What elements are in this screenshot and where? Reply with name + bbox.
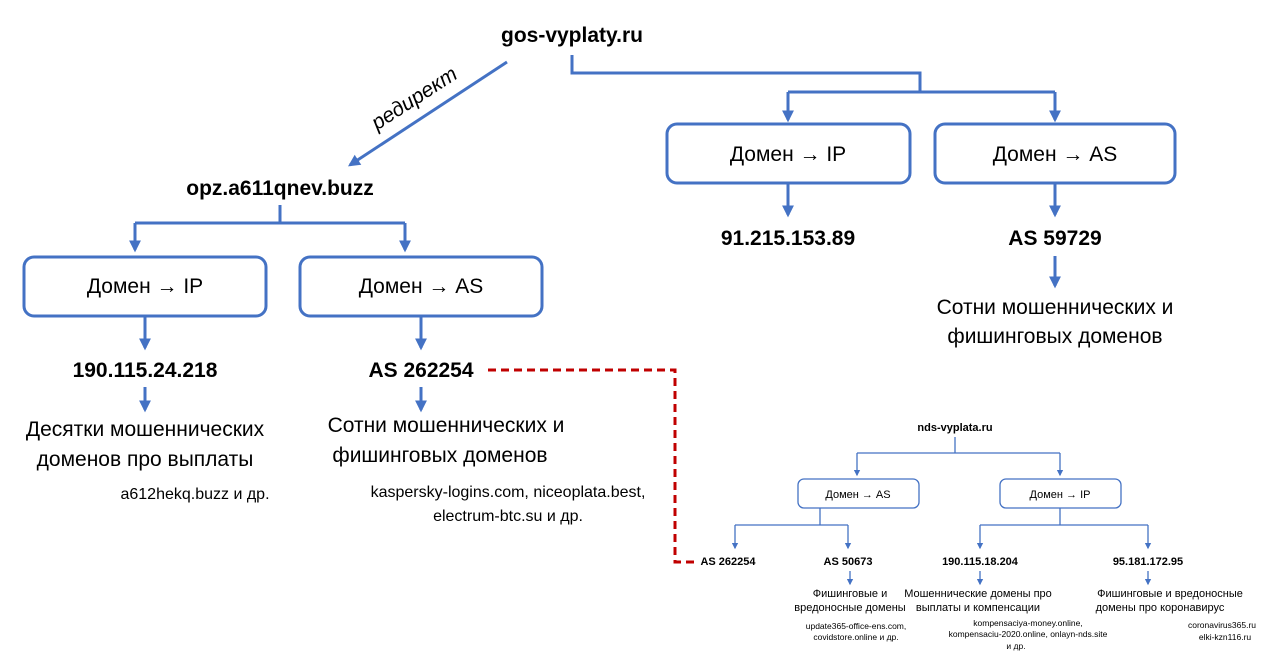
inset-ip2-description-line2: домены про коронавирус [1096,602,1225,614]
right-domain-to-ip-label: Домен → IP [730,143,846,166]
left-as-description-line1: Сотни мошеннических и [328,414,565,437]
left-ip-address: 190.115.24.218 [73,359,218,382]
inset-as2-examples-line2: covidstore.online и др. [813,632,898,642]
left-as-examples-line2: electrum-btc.su и др. [433,508,583,525]
right-as-number: AS 59729 [1008,227,1101,250]
right-as-description-line1: Сотни мошеннических и [937,296,1174,319]
left-ip-examples: a612hekq.buzz и др. [120,486,269,503]
inset-ip1-description-line2: выплаты и компенсации [916,602,1040,614]
left-ip-description-line1: Десятки мошеннических [26,418,265,441]
inset-as2-description-line1: Фишинговые и [813,588,888,600]
left-domain-to-ip-label: Домен → IP [87,275,203,298]
inset-as1-number: AS 262254 [700,556,756,568]
left-as-number: AS 262254 [368,359,473,382]
left-as-description-line2: фишинговых доменов [332,444,547,467]
left-ip-description-line2: доменов про выплаты [37,448,254,471]
inset-ip2-examples-line1: coronavirus365.ru [1188,620,1256,630]
inset-ip2-description-line1: Фишинговые и вредоносные [1097,588,1243,600]
left-as-examples-line1: kaspersky-logins.com, niceoplata.best, [371,484,646,501]
inset-as2-number: AS 50673 [824,556,873,568]
inset-domain-to-ip-label: Домен → IP [1030,489,1091,501]
inset-ip1-address: 190.115.18.204 [942,556,1019,568]
right-domain-to-as-label: Домен → AS [993,143,1118,166]
inset-diagram: nds-vyplata.ru Домен → AS Домен → IP AS … [700,422,1256,651]
inset-ip1-description-line1: Мошеннические домены про [904,588,1052,600]
inset-as2-examples-line1: update365-office-ens.com, [806,621,907,631]
inset-root-domain: nds-vyplata.ru [917,422,992,434]
inset-ip1-examples-line1: kompensaciya-money.online, [973,618,1082,628]
root-to-right-branch-connector [570,55,922,92]
root-domain-label: gos-vyplaty.ru [501,24,643,47]
redirect-domain-label: opz.a611qnev.buzz [186,177,374,200]
inset-domain-to-as-label: Домен → AS [825,489,890,501]
inset-ip2-examples-line2: elki-kzn116.ru [1199,632,1252,642]
redirect-arrow [347,60,508,167]
inset-ip1-examples-line3: и др. [1006,641,1025,651]
right-ip-address: 91.215.153.89 [721,227,855,250]
inset-ip1-examples-line2: kompensaciu-2020.online, onlayn-nds.site [949,629,1108,639]
left-domain-to-as-label: Домен → AS [359,275,484,298]
inset-ip2-address: 95.181.172.95 [1113,556,1183,568]
same-as-dashed-link [488,368,697,564]
right-as-description-line2: фишинговых доменов [947,325,1162,348]
inset-domain-to-as-box [797,478,920,509]
inset-as2-description-line2: вредоносные домены [794,602,906,614]
